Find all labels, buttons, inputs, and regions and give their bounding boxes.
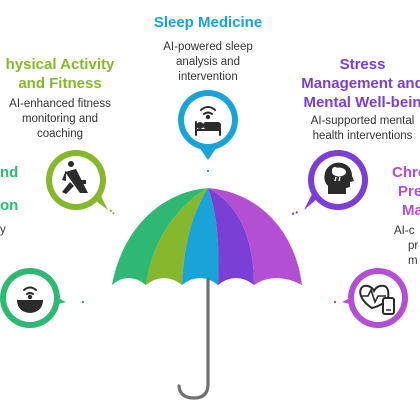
umbrella-handle (177, 278, 210, 400)
nutrition-title-line: nd (0, 164, 19, 181)
fitness-title-line: and Fitness (18, 75, 102, 92)
nutrition-desc-line: y (0, 224, 6, 236)
heart-monitor-icon (359, 284, 395, 315)
connector-dots (82, 170, 338, 303)
chronic-title-line: Chro (392, 164, 420, 181)
canopy-panel-chronic (208, 188, 302, 285)
stress-title-line: Mental Well-bein (303, 94, 420, 111)
chronic-desc-line: m (408, 255, 418, 267)
canopy-panel-nutrition (112, 188, 208, 285)
stress-description: AI-supported mental health interventions (300, 114, 420, 144)
stress-title-line: Stress (339, 56, 386, 73)
chronic-icon-callout (342, 268, 408, 328)
sleep-desc-line: intervention (178, 71, 238, 83)
sleep-title: Sleep Medicine (153, 14, 263, 31)
canopy-panel-sleep (182, 188, 219, 285)
stress-title: Stress Management and Mental Well-bein (300, 55, 420, 112)
umbrella-canopy (112, 188, 302, 285)
fitness-desc-line: AI-enhanced fitness (9, 98, 111, 110)
chronic-title-line: Ma (402, 202, 420, 219)
stress-desc-line: AI-supported mental (310, 115, 415, 127)
bed-wifi-icon (195, 106, 221, 136)
fitness-description: AI-enhanced fitness monitoring and coach… (0, 97, 130, 142)
fitness-desc-line: monitoring and (21, 113, 99, 125)
chronic-desc-line: AI-c (394, 225, 415, 237)
head-cloud-icon (324, 162, 354, 194)
sleep-icon-callout (178, 90, 238, 160)
fitness-icon-callout (46, 150, 108, 210)
sleep-description: AI-powered sleep analysis and interventi… (108, 40, 308, 85)
nutrition-title-line: on (0, 197, 19, 214)
chronic-title: Chro Prev Ma (392, 163, 420, 220)
chronic-description: AI-c pr m (394, 224, 420, 269)
chronic-desc-line: pr (408, 240, 419, 252)
sleep-desc-line: AI-powered sleep (163, 41, 253, 53)
stress-desc-line: health interventions (312, 130, 413, 142)
fitness-title-line: hysical Activity (5, 56, 115, 73)
canopy-panel-fitness (146, 188, 208, 285)
stress-icon-callout (304, 150, 368, 210)
stress-title-line: Management and (301, 75, 420, 92)
fitness-desc-line: coaching (36, 128, 84, 140)
canopy-panel-stress (208, 188, 254, 285)
sleep-desc-line: analysis and (176, 56, 240, 68)
chronic-title-line: Prev (398, 183, 420, 200)
fitness-title: hysical Activity and Fitness (0, 55, 130, 93)
running-person-icon (62, 161, 88, 194)
nutrition-icon-callout (0, 268, 66, 328)
food-bowl-wifi-icon (16, 286, 44, 314)
